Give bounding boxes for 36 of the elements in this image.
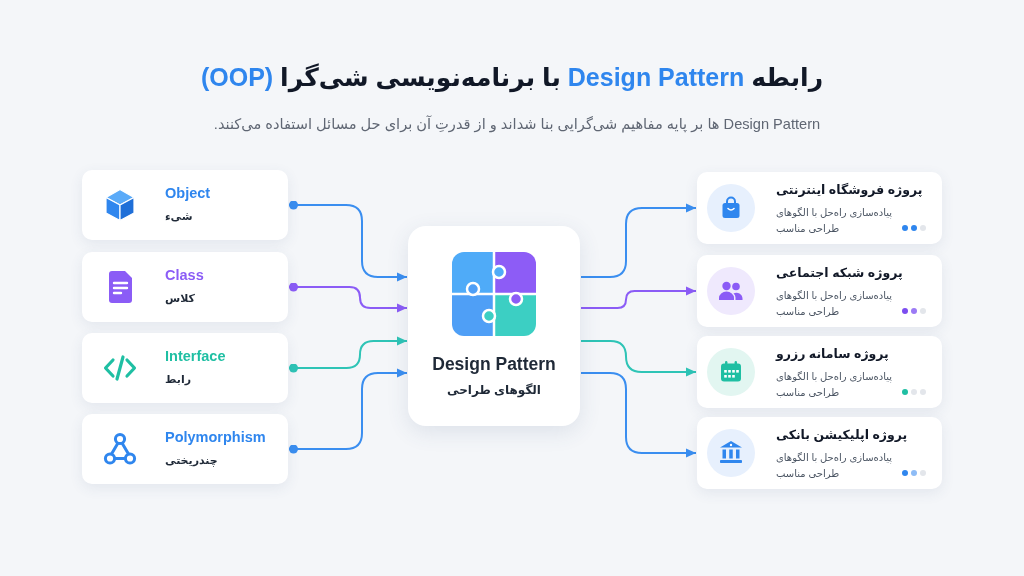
card-title: پروژه اپلیکیشن بانکی [776,427,908,442]
card-text: پیاده‌سازی راه‌حل با الگوهای طراحی مناسب [776,370,894,400]
card-title: پروژه سامانه رزرو [776,346,889,361]
project-card [697,417,942,489]
arrow [288,368,408,454]
concept-card [82,170,288,240]
card-title: پروژه فروشگاه اینترنتی [776,182,923,197]
project-card [697,336,942,408]
card-subtitle: شیء [165,210,193,223]
card-text: پیاده‌سازی راه‌حل با الگوهای طراحی مناسب [776,451,894,481]
card-subtitle: چندریختی [165,454,218,467]
subtitle: Design Pattern ها بر پایه مفاهیم شی‌گرایی بنا شداند و از قدرتِ آن برای حل مسائل استفاده می‌کنند. [213,115,821,132]
box-subtitle: الگوهای طراحی [447,383,541,397]
arrow [580,340,697,377]
arrow [288,200,408,282]
arrow [580,203,697,278]
card-subtitle: کلاس [165,292,195,305]
project-card [697,172,942,244]
card-title: Class [165,267,204,283]
arrow [288,282,408,313]
design-pattern-box [408,226,580,426]
card-title: Polymorphism [165,429,266,445]
card-text: پیاده‌سازی راه‌حل با الگوهای طراحی مناسب [776,206,894,236]
arrow [580,372,697,458]
card-title: Interface [165,348,226,364]
concept-card [82,252,288,322]
card-title: Object [165,185,211,201]
card-subtitle: رابط [165,373,191,386]
project-card [697,255,942,327]
arrow [288,336,408,373]
concept-card [82,333,288,403]
card-text: پیاده‌سازی راه‌حل با الگوهای طراحی مناسب [776,289,894,319]
concept-card [82,414,288,484]
box-title: Design Pattern [432,354,556,375]
card-title: پروژه شبکه اجتماعی [776,265,903,280]
arrow [580,286,697,309]
